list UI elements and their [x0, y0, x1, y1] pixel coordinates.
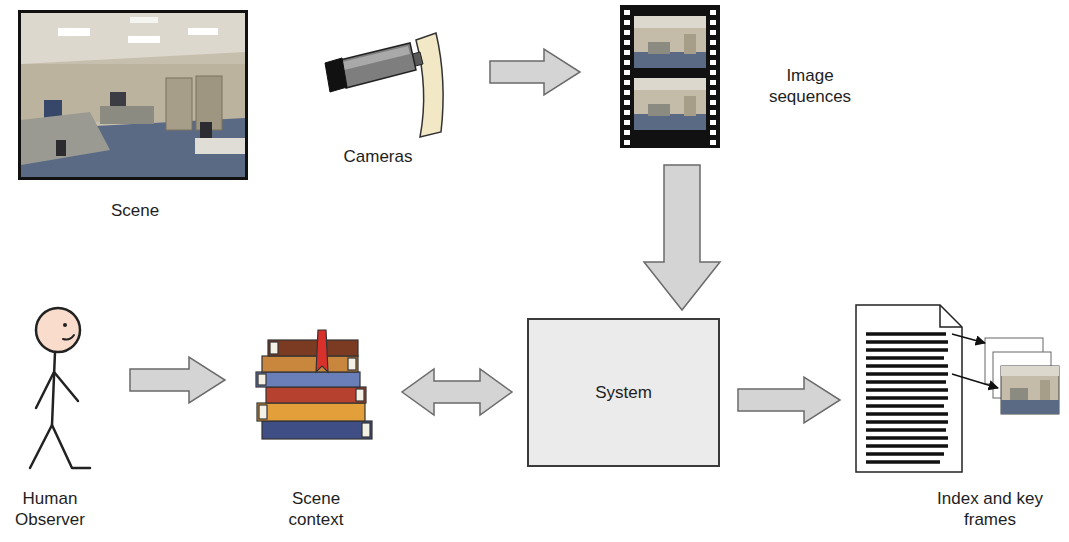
camera-icon [325, 33, 443, 137]
caption-label: Image sequences [760, 65, 860, 108]
box-label: System [585, 378, 662, 407]
caption-label: Cameras [328, 146, 428, 167]
human-figure [30, 308, 90, 468]
book-stack [256, 330, 372, 439]
image-sequence-node: Image sequences [618, 5, 722, 148]
caption-label: Scene [77, 200, 193, 221]
block-arrow [130, 357, 225, 403]
system-box: System [527, 318, 720, 467]
scene-photo-node: Scene [18, 10, 248, 180]
film-strip [620, 5, 720, 148]
block-arrow [738, 377, 840, 423]
caption-label: Human Observer [5, 488, 95, 531]
block-arrow [402, 369, 512, 415]
caption-label: Scene context [271, 488, 361, 531]
block-arrow [644, 165, 720, 310]
caption-label: Index and key frames [925, 488, 1055, 531]
block-arrow [490, 49, 580, 95]
camera-node: Cameras [322, 35, 445, 135]
scene-context-node: Scene context [255, 330, 375, 442]
index-document [856, 305, 1059, 472]
human-observer-node: Human Observer [20, 305, 100, 475]
scene-photo [18, 10, 248, 180]
index-node: Index and key frames [856, 302, 1061, 472]
